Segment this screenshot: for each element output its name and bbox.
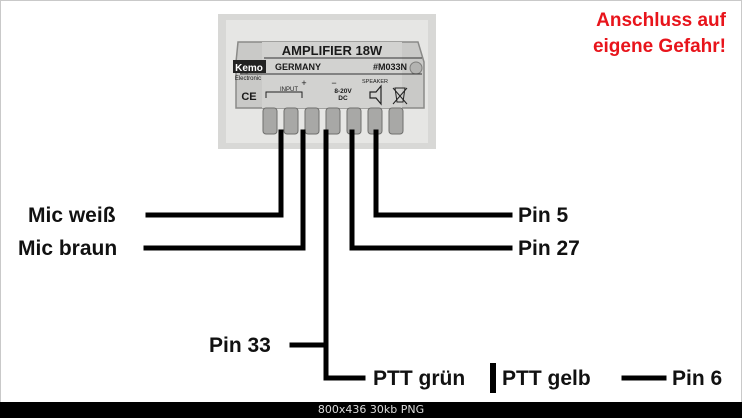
input-bracket-icon — [265, 91, 303, 98]
brand-box — [233, 60, 266, 73]
label-pin6: Pin 6 — [672, 367, 723, 390]
label-pin33: Pin 33 — [209, 334, 271, 357]
wire-ptt-green — [323, 129, 366, 381]
module-title: AMPLIFIER 18W — [282, 43, 383, 58]
label-ptt-yellow: PTT gelb — [502, 367, 591, 390]
label-mic-brown: Mic braun — [18, 237, 118, 260]
module-brand: Kemo — [235, 63, 263, 74]
wire-mic-white — [145, 129, 284, 218]
module-voltage-2: DC — [338, 95, 348, 102]
image-info-footer: 800x436 30kb PNG — [0, 402, 742, 418]
warning-note: Anschluss auf eigene Gefahr! — [593, 8, 726, 60]
plus-mark: + — [301, 78, 306, 88]
label-ptt-green: PTT grün — [373, 367, 466, 390]
module-input-label: INPUT — [280, 87, 298, 93]
module-sub: Electronic — [235, 76, 261, 82]
ce-mark: CE — [241, 91, 256, 103]
amplifier-module-photo — [218, 14, 436, 149]
label-pin27: Pin 27 — [518, 237, 580, 260]
weee-bin-icon — [392, 87, 408, 105]
minus-mark: − — [331, 78, 336, 88]
warning-line-1: Anschluss auf — [596, 10, 726, 31]
module-label-area — [262, 42, 402, 108]
wire-pin5 — [373, 129, 513, 218]
mounting-hole-right — [409, 61, 423, 75]
wires — [143, 129, 667, 381]
warning-line-2: eigene Gefahr! — [592, 36, 726, 57]
module-voltage-1: 8-20V — [334, 88, 352, 95]
ptt-junction-bar — [490, 363, 496, 393]
module-speaker-label: SPEAKER — [362, 79, 388, 85]
label-pin5: Pin 5 — [518, 204, 569, 227]
module-model: #M033N — [373, 62, 407, 72]
wire-pin27 — [349, 129, 513, 251]
module-pin-stubs — [262, 107, 404, 135]
wire-mic-brown — [143, 129, 306, 251]
speaker-icon — [369, 84, 382, 106]
module-origin: GERMANY — [275, 62, 321, 72]
label-mic-white: Mic weiß — [28, 204, 116, 227]
